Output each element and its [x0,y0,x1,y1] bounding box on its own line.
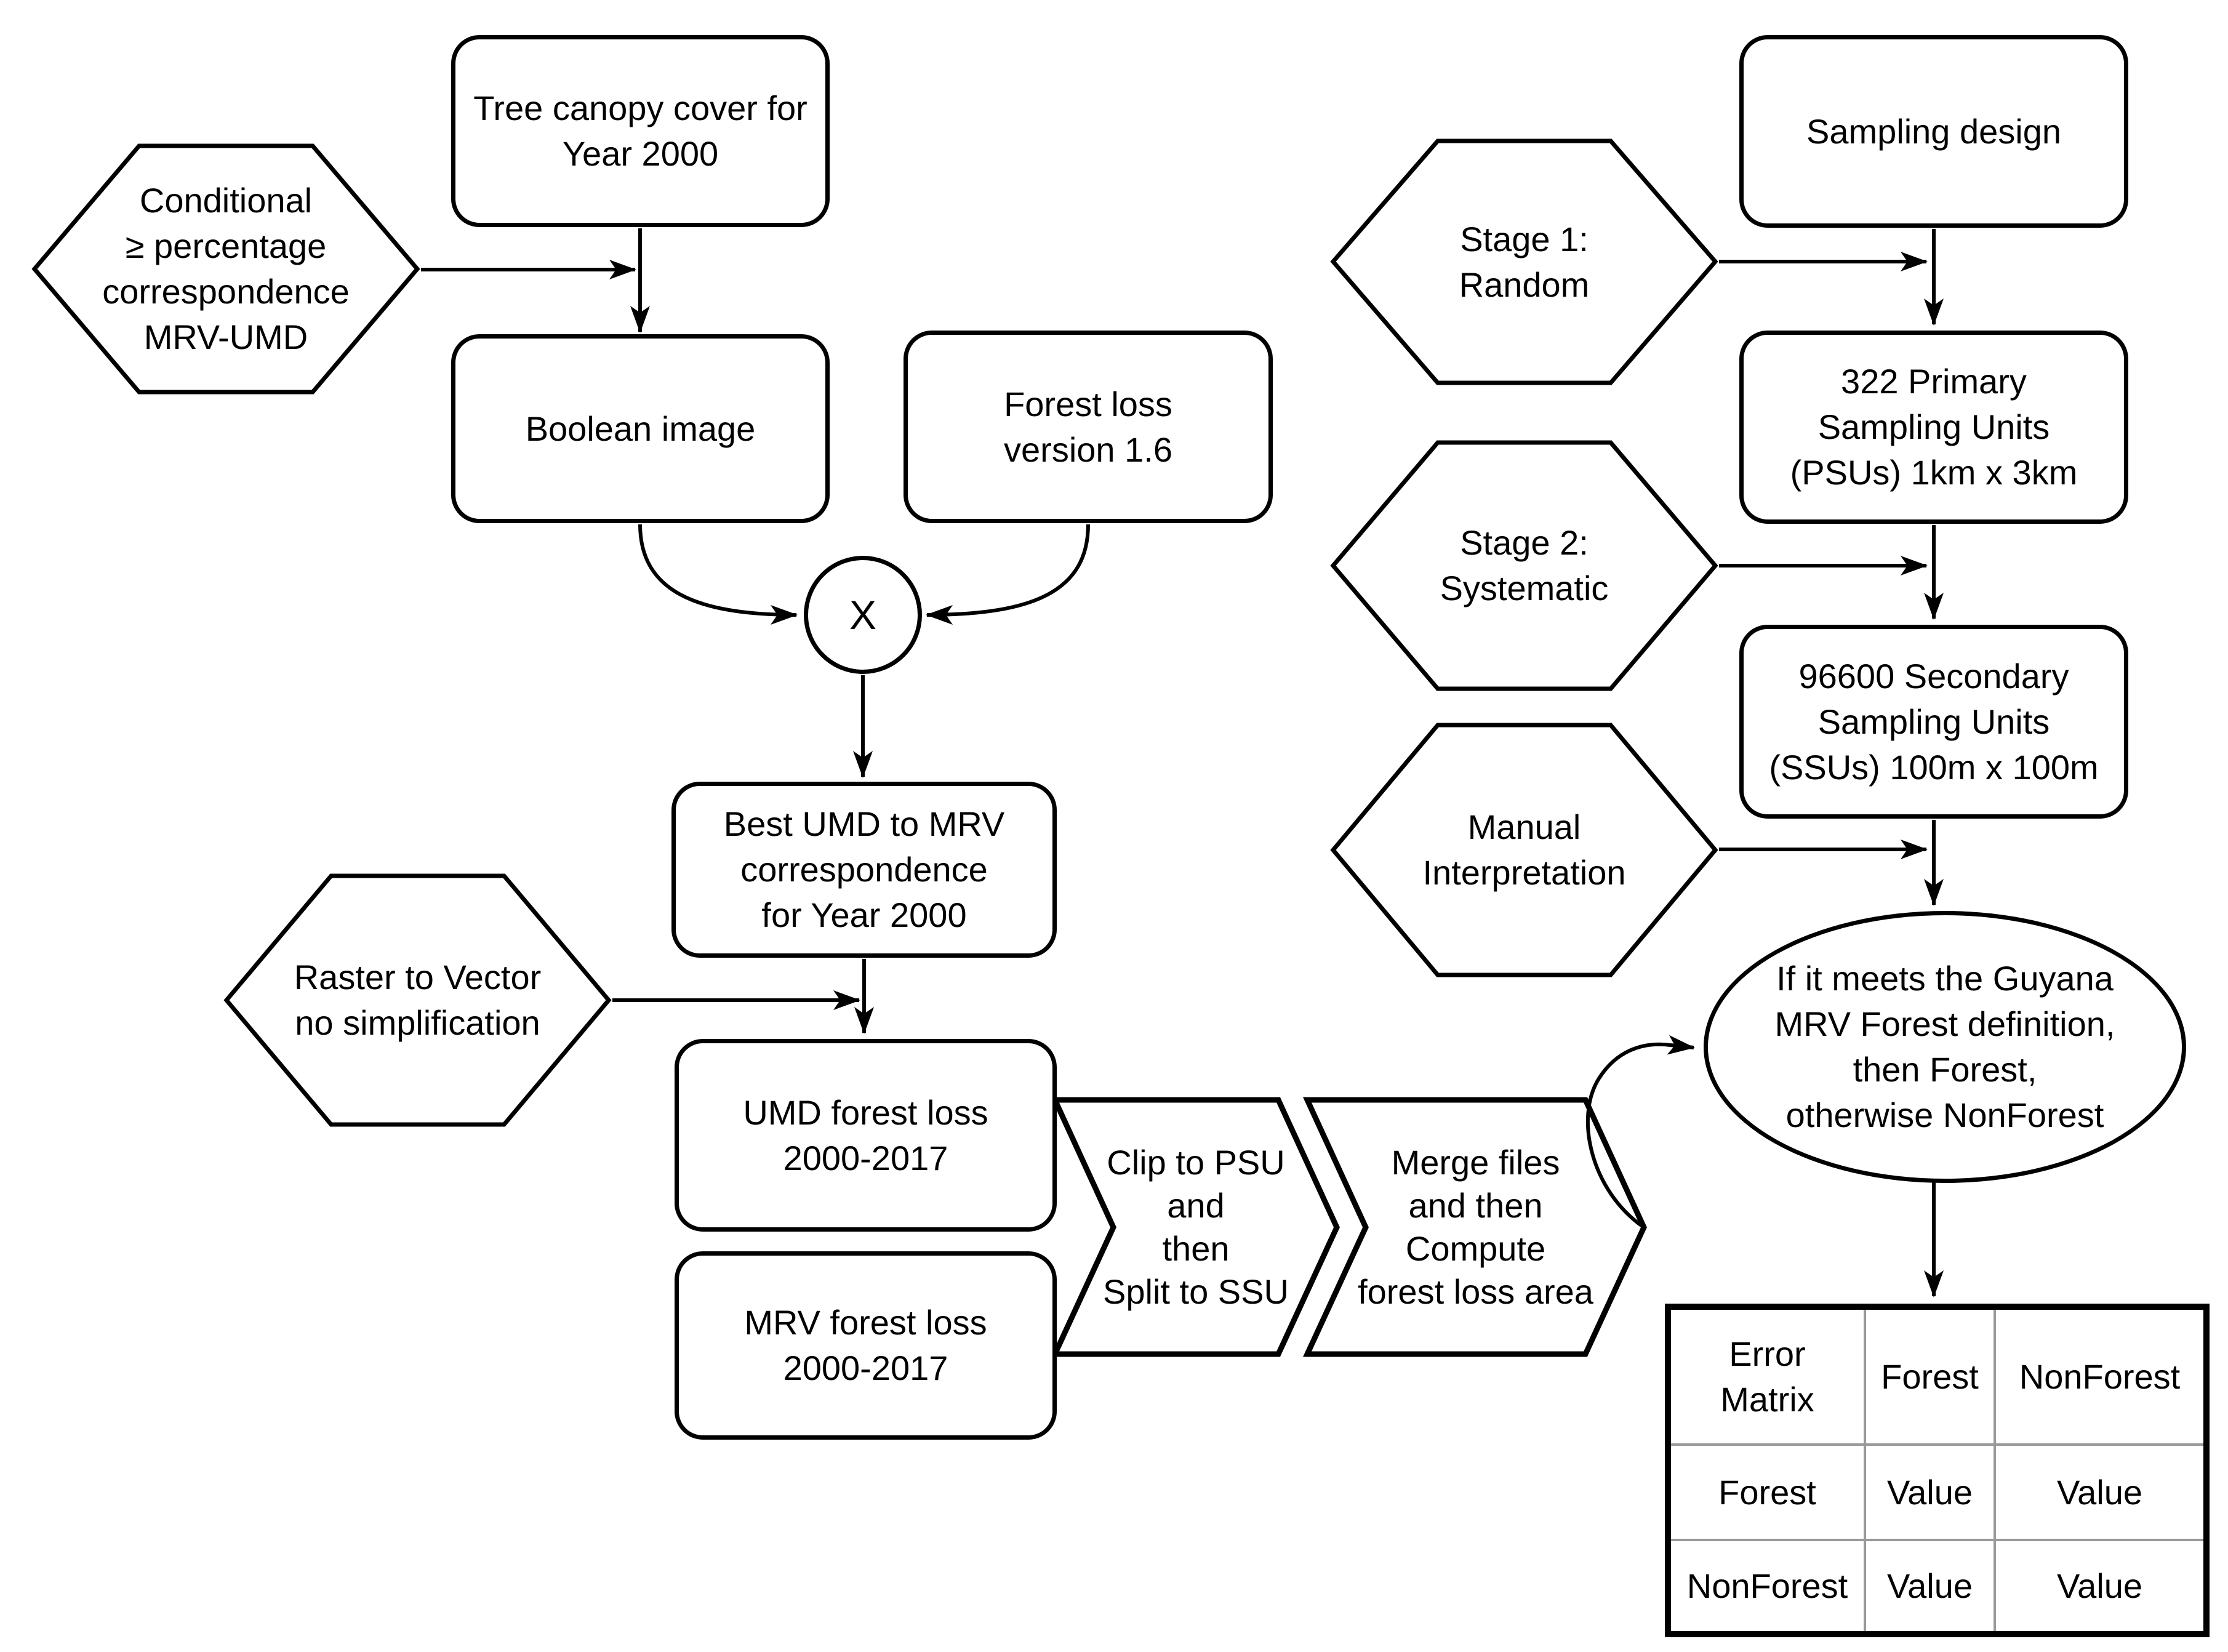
node-sampling-design-label: Sampling design [1806,111,2062,151]
node-tree-canopy-label: Tree canopy cover for Year 2000 [473,89,807,173]
node-umd-forest-loss: UMD forest loss 2000-2017 [675,1039,1057,1232]
stage1-hexagon-shape [1330,138,1718,385]
error-matrix-cell-nonforest-nonforest: Value [1994,1539,2208,1635]
arrow-boolean-to-x [638,524,798,625]
node-boolean-image-label: Boolean image [525,409,756,448]
error-matrix-forest-row: Forest Value Value [1667,1443,2208,1541]
error-matrix-cell-forest-forest: Value [1864,1443,1996,1541]
node-umd-forest-loss-label: UMD forest loss 2000-2017 [743,1093,988,1177]
node-multiply-label: X [849,592,877,638]
manual-interpretation-hexagon-shape [1330,723,1718,977]
clip-chevron-shape [1050,1097,1340,1357]
error-matrix-header-nonforest: NonForest [1994,1305,2208,1446]
error-matrix-title-cell: Error Matrix [1667,1305,1866,1446]
node-boolean-image: Boolean image [451,334,830,523]
node-forest-loss-version: Forest loss version 1.6 [904,331,1273,523]
error-matrix-row-label-forest: Forest [1667,1443,1866,1541]
node-tree-canopy: Tree canopy cover for Year 2000 [451,35,830,227]
merge-chevron-shape [1302,1097,1647,1357]
node-ssu-units: 96600 Secondary Sampling Units (SSUs) 10… [1739,625,2128,819]
node-ssu-units-label: 96600 Secondary Sampling Units (SSUs) 10… [1769,656,2099,787]
node-forest-decision-label: If it meets the Guyana MRV Forest defini… [1774,959,2115,1134]
error-matrix-cell-forest-nonforest: Value [1994,1443,2208,1541]
error-matrix-header-forest: Forest [1864,1305,1996,1446]
raster-to-vector-hexagon-shape [223,873,612,1127]
node-forest-decision-ellipse: If it meets the Guyana MRV Forest defini… [1704,911,2186,1183]
arrow-forestloss-to-x [926,524,1090,625]
error-matrix-table: Error Matrix Forest NonForest Forest Val… [1665,1304,2210,1637]
node-mrv-forest-loss-label: MRV forest loss 2000-2017 [744,1303,987,1387]
node-best-umd-correspondence-label: Best UMD to MRV correspondence for Year … [723,804,1005,934]
error-matrix-header-row: Error Matrix Forest NonForest [1667,1305,2208,1446]
node-forest-loss-version-label: Forest loss version 1.6 [1004,384,1172,469]
node-psu-units-label: 322 Primary Sampling Units (PSUs) 1km x … [1790,362,2078,492]
error-matrix-nonforest-row: NonForest Value Value [1667,1539,2208,1635]
arrow-merge-to-ellipse [1586,1035,1695,1229]
error-matrix-cell-nonforest-forest: Value [1864,1539,1996,1635]
node-sampling-design: Sampling design [1739,35,2128,228]
stage2-hexagon-shape [1330,440,1718,691]
conditional-hexagon-shape [31,143,420,395]
node-mrv-forest-loss: MRV forest loss 2000-2017 [675,1251,1057,1440]
node-psu-units: 322 Primary Sampling Units (PSUs) 1km x … [1739,331,2128,524]
node-best-umd-correspondence: Best UMD to MRV correspondence for Year … [671,782,1057,958]
node-multiply-circle: X [804,556,922,674]
error-matrix-row-label-nonforest: NonForest [1667,1539,1866,1635]
